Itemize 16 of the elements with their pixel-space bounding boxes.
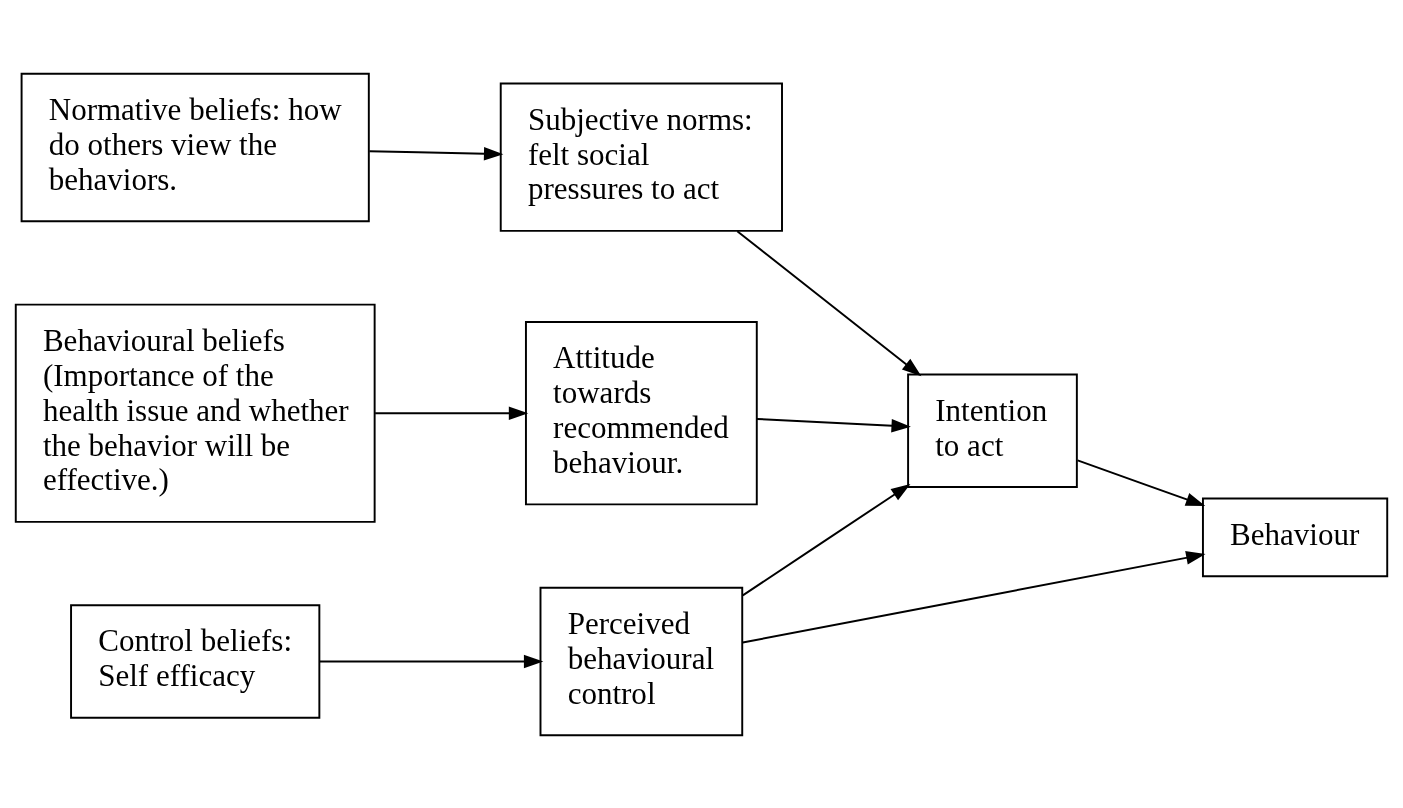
node-box: Perceived behavioural control: [539, 586, 744, 736]
node-box: Behavioural beliefs (Importance of the health issue and whether the behavior will be effective.): [14, 303, 376, 523]
node-box: Control beliefs: Self efficacy: [70, 603, 321, 719]
arrow: [756, 417, 911, 432]
arrow: [374, 405, 529, 420]
node-box: Behaviour: [1202, 497, 1389, 577]
node-box: Subjective norms: felt social pressures to act: [499, 82, 783, 232]
node-box: Intention to act: [907, 372, 1078, 488]
arrow: [741, 483, 911, 596]
arrow: [318, 654, 544, 668]
arrow: [368, 146, 504, 161]
node-box: Normative beliefs: how do others view the behaviors.: [20, 72, 370, 222]
arrow: [736, 229, 922, 376]
node-box: Attitude towards recommended behaviour.: [525, 320, 758, 505]
arrow: [741, 550, 1206, 643]
arrow: [1076, 458, 1206, 506]
